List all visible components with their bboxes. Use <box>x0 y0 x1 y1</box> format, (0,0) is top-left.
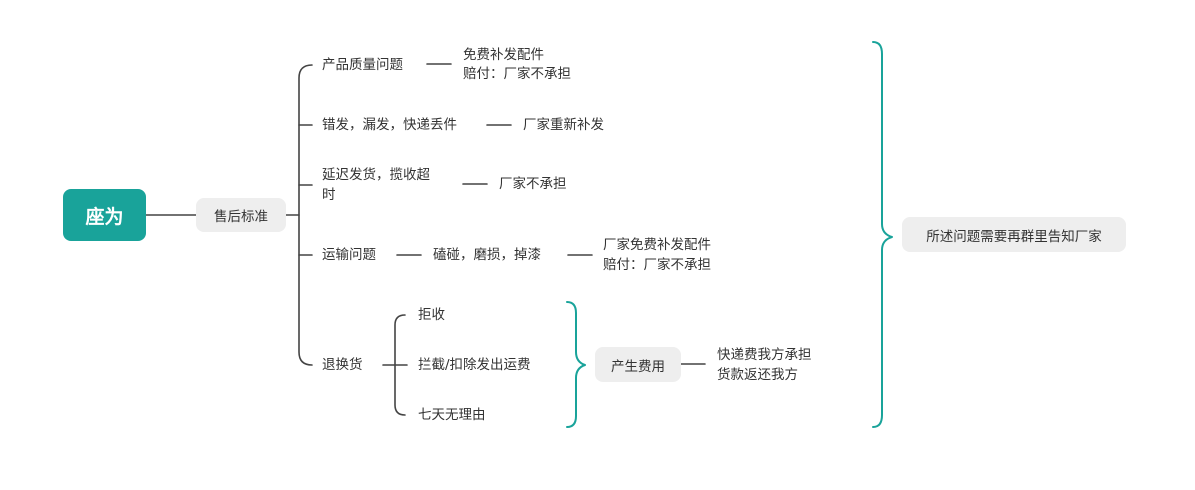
branch-delay-line-2[interactable]: 时 <box>322 187 336 203</box>
brace-return-items <box>566 301 586 428</box>
quality-result-2[interactable]: 赔付：厂家不承担 <box>463 66 571 82</box>
cost-result-2[interactable]: 货款返还我方 <box>717 367 798 383</box>
cost-node[interactable]: 产生费用 <box>595 347 681 382</box>
transport-result-2[interactable]: 赔付：厂家不承担 <box>603 257 711 273</box>
brace-all-branches <box>872 41 893 428</box>
transport-detail[interactable]: 磕碰，磨损，掉漆 <box>433 247 541 263</box>
return-item-intercept[interactable]: 拦截/扣除发出运费 <box>418 357 531 373</box>
transport-result-1[interactable]: 厂家免费补发配件 <box>603 237 711 253</box>
delay-result[interactable]: 厂家不承担 <box>499 176 567 192</box>
main-trunk <box>298 64 313 366</box>
center-node[interactable]: 售后标准 <box>196 198 286 232</box>
return-item-refuse[interactable]: 拒收 <box>418 307 445 323</box>
root-node[interactable]: 座为 <box>63 189 146 241</box>
branch-return[interactable]: 退换货 <box>322 357 363 373</box>
return-item-seven-day[interactable]: 七天无理由 <box>418 407 486 423</box>
misdelivery-result[interactable]: 厂家重新补发 <box>523 117 604 133</box>
branch-misdelivery[interactable]: 错发，漏发，快递丢件 <box>322 117 457 133</box>
branch-transport[interactable]: 运输问题 <box>322 247 376 263</box>
branch-delay-line-1[interactable]: 延迟发货，揽收超 <box>322 167 430 183</box>
branch-quality[interactable]: 产品质量问题 <box>322 57 403 73</box>
quality-result-1[interactable]: 免费补发配件 <box>463 47 544 63</box>
cost-result-1[interactable]: 快递费我方承担 <box>717 347 812 363</box>
summary-node[interactable]: 所述问题需要再群里告知厂家 <box>902 217 1126 252</box>
